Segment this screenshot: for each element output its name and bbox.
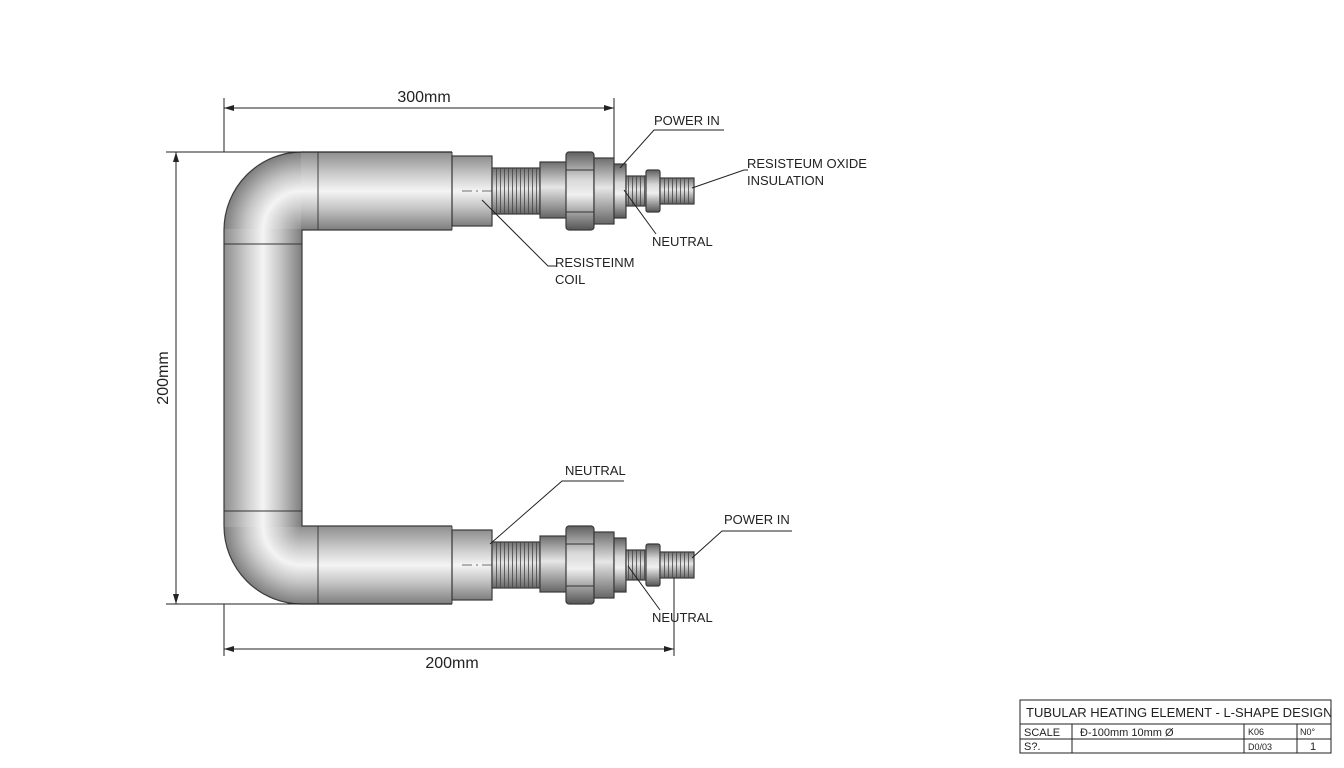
dimension-left: 200mm (155, 151, 452, 605)
title-block-code-b: N0° (1300, 727, 1316, 737)
label-coil-line2: COIL (555, 272, 585, 287)
dimension-top-label: 300mm (397, 89, 450, 106)
label-power-in-top: POWER IN (654, 113, 720, 128)
dimension-bottom: 200mm (223, 578, 675, 672)
vertical-leg (224, 229, 302, 527)
callout-power-in-bottom: POWER IN (691, 512, 792, 559)
title-block: TUBULAR HEATING ELEMENT - L-SHAPE DESIGN… (1019, 699, 1333, 754)
bottom-small-nut (645, 543, 661, 587)
top-small-nut (645, 169, 661, 213)
title-block-sheet-label: S?. (1024, 741, 1041, 753)
dimension-bottom-label: 200mm (425, 655, 478, 672)
callout-power-in-top: POWER IN (619, 113, 724, 169)
bottom-terminal (491, 525, 695, 605)
top-bend (224, 152, 302, 230)
callout-resistance-coil: RESISTEINM COIL (481, 199, 634, 287)
bottom-leg (301, 526, 452, 604)
top-hex-nut (565, 151, 595, 231)
bottom-hex-nut (565, 525, 595, 605)
label-oxide-line2: INSULATION (747, 173, 824, 188)
title-block-sheet-no: 1 (1310, 741, 1316, 753)
top-leg (301, 152, 452, 230)
callout-oxide-insulation: RESISTEUM OXIDE INSULATION (691, 156, 867, 189)
label-neutral-top: NEUTRAL (652, 234, 713, 249)
dimension-left-label: 200mm (155, 351, 172, 404)
heating-element-tube (223, 151, 690, 605)
top-terminal (491, 151, 695, 231)
label-power-in-bottom: POWER IN (724, 512, 790, 527)
title-block-title: TUBULAR HEATING ELEMENT - L-SHAPE DESIGN (1026, 705, 1333, 720)
callout-neutral-top: NEUTRAL (623, 189, 713, 249)
callout-neutral-bottom: NEUTRAL (627, 565, 713, 625)
bottom-bend (224, 526, 302, 604)
label-neutral-mid: NEUTRAL (565, 463, 626, 478)
title-block-spec: Ð-100mm 10mm Ø (1080, 727, 1174, 739)
label-oxide-line1: RESISTEUM OXIDE (747, 156, 867, 171)
title-block-code-a: K06 (1248, 727, 1264, 737)
label-coil-line1: RESISTEINM (555, 255, 634, 270)
title-block-code-c: D0/03 (1248, 742, 1272, 752)
label-neutral-bottom: NEUTRAL (652, 610, 713, 625)
title-block-scale-label: SCALE (1024, 727, 1060, 739)
callout-neutral-mid: NEUTRAL (489, 463, 626, 545)
dimension-top: 300mm (223, 89, 615, 158)
